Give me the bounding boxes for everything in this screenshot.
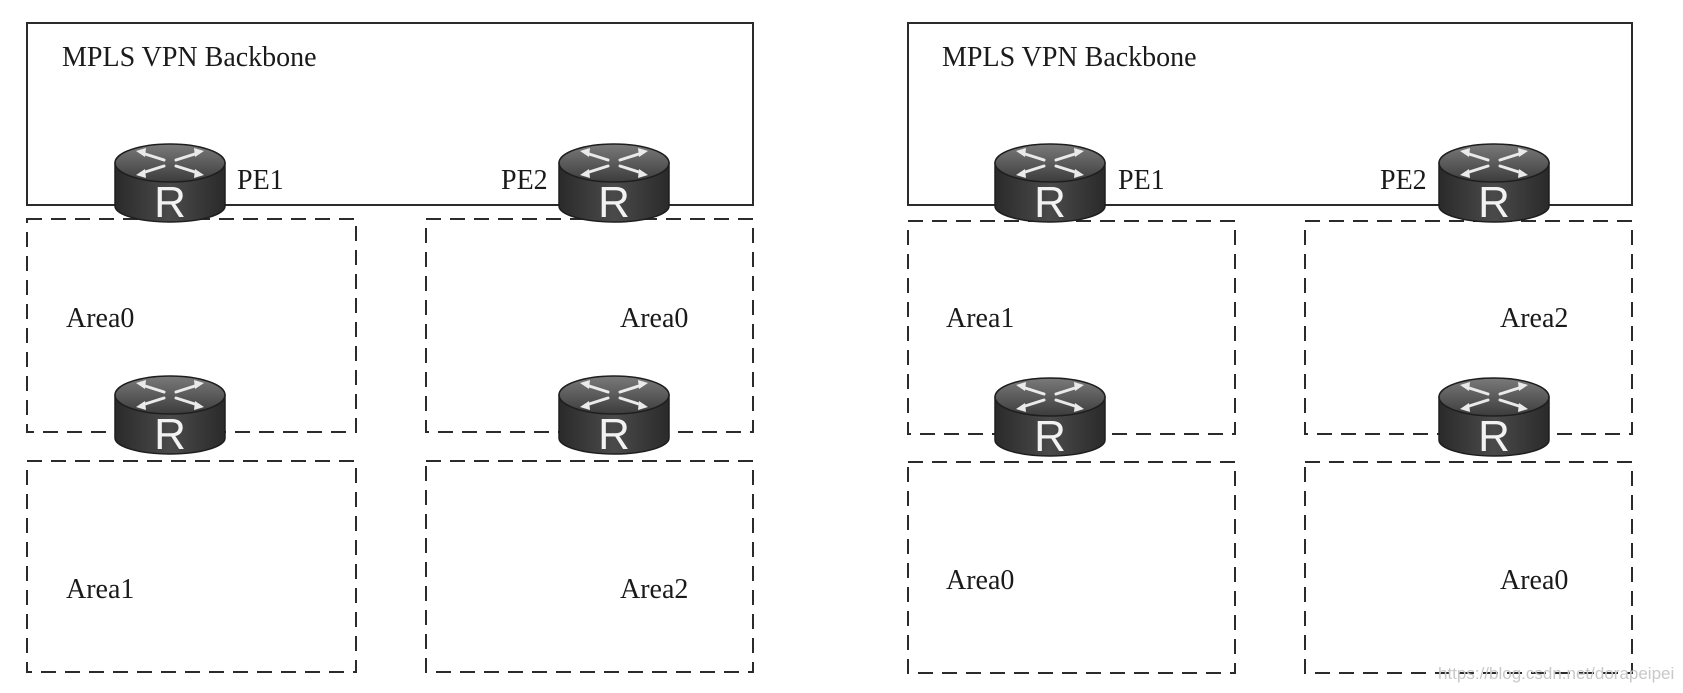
router-icon: R <box>993 142 1107 227</box>
backbone-label: MPLS VPN Backbone <box>62 42 317 73</box>
panel-1: R R R R <box>26 22 754 673</box>
router-glyph: R <box>154 178 186 227</box>
mpls-backbone-box <box>907 22 1633 206</box>
router-icon: R <box>1437 142 1551 227</box>
area-box-bottom-right <box>1304 461 1633 674</box>
watermark-url: https://blog.csdn.net/dorapeipei <box>1438 664 1675 683</box>
router-icon: R <box>993 376 1107 461</box>
area-label-bottom-left: Area1 <box>66 574 135 605</box>
router-glyph: R <box>1478 412 1510 461</box>
backbone-label: MPLS VPN Backbone <box>942 42 1197 73</box>
router-glyph: R <box>154 410 186 459</box>
router-glyph: R <box>1478 178 1510 227</box>
area-label-top-left: Area1 <box>946 303 1015 334</box>
router-icon: R <box>557 374 671 459</box>
area-label-top-left: Area0 <box>66 303 135 334</box>
area-label-bottom-right: Area0 <box>1500 565 1569 596</box>
pe1-label: PE1 <box>1118 165 1165 196</box>
router-icon: R <box>113 374 227 459</box>
router-icon: R <box>1437 376 1551 461</box>
area-label-top-right: Area2 <box>1500 303 1569 334</box>
router-icon: R <box>557 142 671 227</box>
router-glyph: R <box>598 410 630 459</box>
area-box-bottom-left <box>907 461 1236 674</box>
router-icon: R <box>113 142 227 227</box>
pe2-label: PE2 <box>1380 165 1427 196</box>
router-glyph: R <box>1034 178 1066 227</box>
area-label-bottom-left: Area0 <box>946 565 1015 596</box>
area-box-bottom-left <box>26 460 357 673</box>
area-label-top-right: Area0 <box>620 303 689 334</box>
pe2-label: PE2 <box>501 165 548 196</box>
mpls-backbone-box <box>26 22 754 206</box>
router-glyph: R <box>1034 412 1066 461</box>
area-box-bottom-right <box>425 460 754 673</box>
pe1-label: PE1 <box>237 165 284 196</box>
panel-2: R R R R <box>907 22 1633 674</box>
router-glyph: R <box>598 178 630 227</box>
area-label-bottom-right: Area2 <box>620 574 689 605</box>
